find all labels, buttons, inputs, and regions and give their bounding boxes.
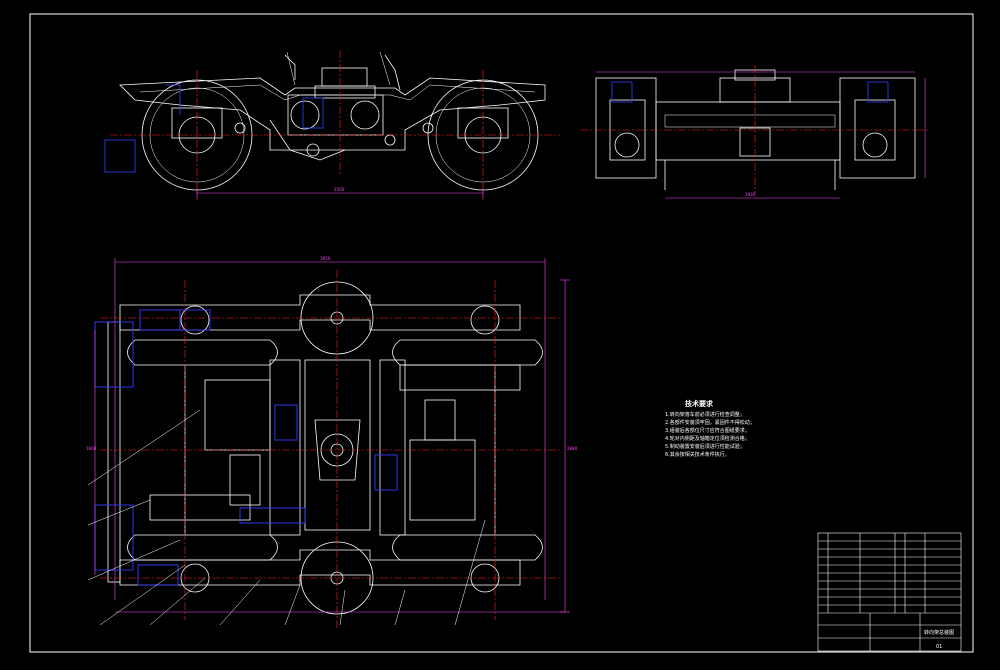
tech-req-line-4: 4.轮对内侧距及轴箱定位须检测合格；	[665, 435, 750, 442]
plan-motor-left	[204, 379, 271, 451]
tech-req-line-5: 5.制动装置安装后须进行性能试验；	[665, 443, 745, 450]
end-view-hidden	[611, 81, 889, 103]
side-view-dims	[196, 188, 484, 198]
tech-req-line-6: 6.其余按相关技术条件执行。	[665, 451, 730, 458]
title-block-frame	[817, 532, 962, 652]
end-view-dims	[596, 71, 926, 199]
tech-requirements-title: 技术要求	[685, 399, 714, 408]
dim-plan-inner: 1600	[86, 446, 97, 451]
side-brake-unit	[104, 139, 136, 173]
leader-lines	[87, 51, 486, 626]
side-view-centerlines	[110, 50, 560, 200]
title-block	[817, 532, 962, 652]
plan-view-hidden	[94, 309, 398, 586]
plan-view	[107, 281, 543, 615]
plan-bolster	[304, 359, 371, 531]
end-left-frame	[595, 77, 657, 179]
plan-gearbox-right	[399, 364, 521, 391]
plan-wheel-br	[392, 534, 543, 561]
plan-motor-right	[409, 439, 476, 521]
end-view-centerlines	[580, 65, 930, 195]
plan-bottom-frame	[119, 549, 521, 586]
plan-gearbox-left	[149, 494, 251, 521]
end-bolster	[655, 101, 841, 161]
dim-end-width: 1930	[745, 192, 756, 197]
side-view	[119, 54, 546, 191]
title-block-drawing-name: 转向架总装图	[924, 629, 954, 636]
drawing-border	[29, 13, 974, 653]
end-view	[595, 69, 916, 190]
plan-wheel-tr	[392, 339, 543, 366]
plan-wheel-tl	[127, 339, 278, 366]
dim-plan-height: 2880	[567, 446, 578, 451]
title-block-sheet-no: 01	[936, 644, 942, 650]
tech-req-line-3: 3.组装后各部位尺寸应符合图纸要求；	[665, 427, 750, 434]
tech-req-line-2: 2.各部件安装须牢固，紧固件不得松动；	[665, 419, 755, 426]
plan-view-centerlines	[100, 270, 560, 630]
tech-requirements: 技术要求 1.转向架落车前必须进行检查调整； 2.各部件安装须牢固，紧固件不得松…	[665, 399, 755, 458]
plan-wheel-bl	[127, 534, 278, 561]
plan-view-dims	[94, 258, 570, 613]
end-right-frame	[839, 77, 916, 179]
dim-side-wheelbase: 2500	[334, 187, 345, 192]
dim-plan-length: 3950	[320, 256, 331, 261]
side-view-hidden	[104, 84, 324, 173]
plan-top-frame	[119, 294, 521, 331]
tech-req-line-1: 1.转向架落车前必须进行检查调整；	[665, 411, 745, 418]
